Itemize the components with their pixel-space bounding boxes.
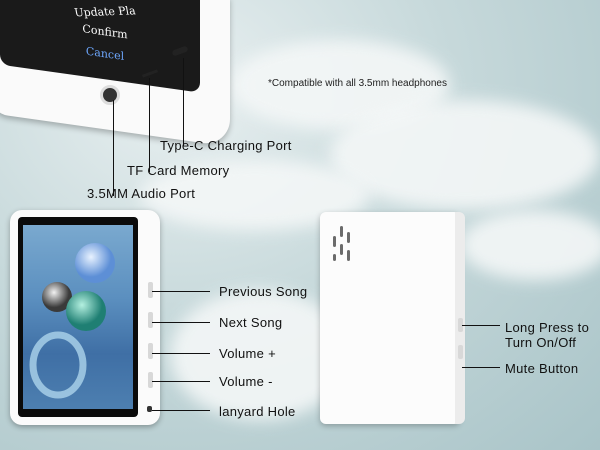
volume-up-label: Volume + [219,346,276,361]
power-button[interactable] [458,318,463,332]
previous-song-label: Previous Song [219,284,308,299]
cloud [330,100,600,210]
callout-line [152,381,210,382]
bubble-graphic [29,243,115,399]
speaker-grille [333,254,336,261]
tf-card-label: TF Card Memory [127,163,230,178]
audio-port-icon [100,85,120,105]
mute-button-label: Mute Button [505,361,579,376]
callout-line [152,322,210,323]
callout-line [462,367,500,368]
screen-wallpaper [23,225,133,409]
next-song-label: Next Song [219,315,283,330]
volume-down-button[interactable] [148,372,153,388]
speaker-grille [340,244,343,255]
player-front-view [10,210,160,425]
typec-port-label: Type-C Charging Port [160,138,292,153]
previous-song-button[interactable] [148,282,153,298]
callout-line [183,58,184,146]
player-screen: Update Pla Confirm Cancel [0,0,200,93]
compatibility-note: *Compatible with all 3.5mm headphones [268,78,447,89]
player-back-view [320,212,460,424]
speaker-grille [333,236,336,247]
callout-line [113,100,114,196]
volume-up-button[interactable] [148,343,153,359]
callout-line [149,78,150,172]
volume-down-label: Volume - [219,374,273,389]
lanyard-hole-label: lanyard Hole [219,404,296,419]
lanyard-hole [147,406,152,412]
callout-line [462,325,500,326]
speaker-grille [340,226,343,237]
speaker-grille [347,232,350,243]
callout-line [152,410,210,411]
mute-button[interactable] [458,345,463,359]
speaker-grille [347,250,350,261]
next-song-button[interactable] [148,312,153,328]
callout-line [152,353,210,354]
callout-line [152,291,210,292]
front-screen [18,217,138,417]
audio-port-label: 3.5MM Audio Port [87,186,196,201]
cloud [460,210,600,280]
power-button-label: Long Press to Turn On/Off [505,320,590,350]
